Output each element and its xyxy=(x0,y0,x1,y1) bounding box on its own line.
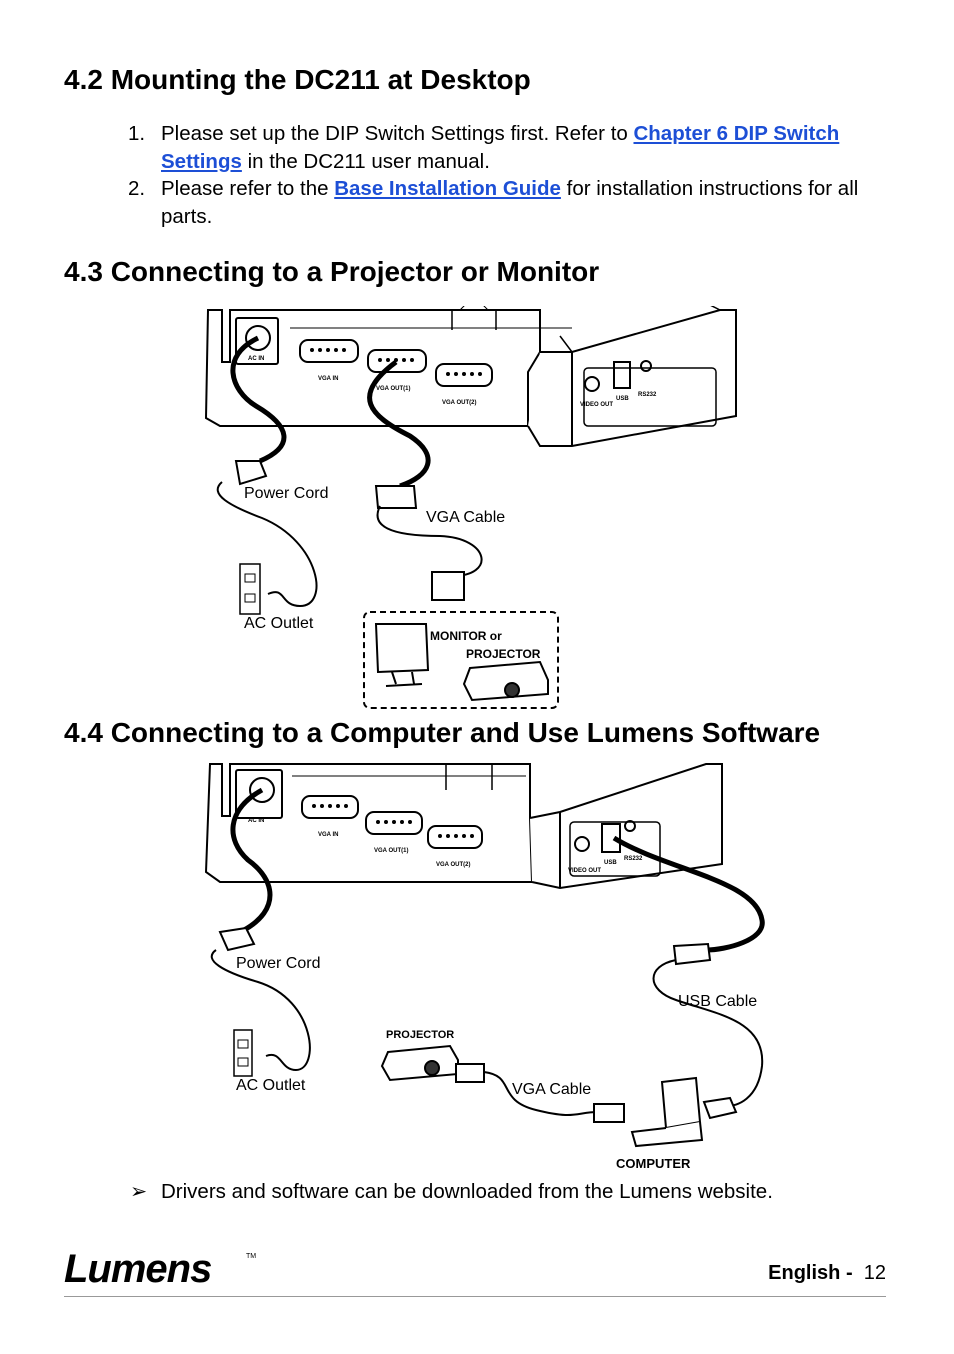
video-out-port xyxy=(584,376,600,392)
vga-out1-label: VGA OUT(1) xyxy=(374,848,408,854)
trademark: TM xyxy=(246,1253,256,1260)
projector-label: PROJECTOR xyxy=(386,1029,454,1041)
usb-port xyxy=(613,361,631,389)
ac-in-socket xyxy=(235,317,279,365)
download-note: ➢ Drivers and software can be downloaded… xyxy=(130,1178,773,1205)
projector-label: PROJECTOR xyxy=(466,647,541,661)
vga-out2-label: VGA OUT(2) xyxy=(436,862,470,868)
usb-port xyxy=(601,823,621,853)
computer-connection-diagram: Power Cord USB Cable PROJECTOR AC Outlet… xyxy=(196,760,776,1172)
lumens-logo: Lumens TM xyxy=(64,1247,256,1290)
vga-out2-port xyxy=(427,825,483,849)
ac-outlet-label: AC Outlet xyxy=(236,1077,306,1094)
bullet-arrow-icon: ➢ xyxy=(130,1180,148,1203)
vga-out2-port xyxy=(435,363,493,387)
page-number: 12 xyxy=(863,1262,886,1284)
power-cord-label: Power Cord xyxy=(244,485,328,502)
separator: - xyxy=(845,1262,853,1284)
power-cord-label: Power Cord xyxy=(236,955,320,972)
list-number: 2. xyxy=(128,177,146,200)
computer-label: COMPUTER xyxy=(616,1156,691,1171)
chapter-6-link[interactable]: Chapter 6 DIP Switch Settings xyxy=(161,122,840,173)
rs232-port xyxy=(640,360,652,372)
instruction-list: 1. Please set up the DIP Switch Settings… xyxy=(128,120,888,230)
vga-in-label: VGA IN xyxy=(318,832,338,838)
usb-label: USB xyxy=(604,860,617,866)
heading-4-2: 4.2 Mounting the DC211 at Desktop xyxy=(64,64,531,95)
vga-plug-icon xyxy=(431,571,465,601)
projector-connection-diagram: Power Cord VGA Cable AC Outlet MONITOR o… xyxy=(200,306,760,712)
ac-in-label: AC IN xyxy=(248,356,264,362)
ac-outlet-icon xyxy=(239,563,261,615)
laptop-icon xyxy=(660,1076,702,1130)
vga-in-port xyxy=(301,795,359,819)
vga-out2-label: VGA OUT(2) xyxy=(442,400,476,406)
usb-cable-label: USB Cable xyxy=(678,993,757,1010)
item-text-post: for installation instructions for all pa… xyxy=(161,177,859,228)
logo-text: Lumens xyxy=(64,1247,211,1290)
rs232-label: RS232 xyxy=(638,392,657,398)
base-installation-link[interactable]: Base Installation Guide xyxy=(334,177,561,200)
heading-4-3: 4.3 Connecting to a Projector or Monitor xyxy=(64,256,600,287)
item-text-pre: Please refer to the xyxy=(161,177,335,200)
download-note-text: Drivers and software can be downloaded f… xyxy=(161,1180,773,1203)
video-out-label: VIDEO OUT xyxy=(580,402,613,408)
rs232-port xyxy=(624,820,636,832)
page-footer: Lumens TM English - 12 xyxy=(64,1238,886,1297)
list-text: Please set up the DIP Switch Settings fi… xyxy=(161,120,888,175)
rs232-label: RS232 xyxy=(624,856,643,862)
projector-icon xyxy=(462,660,549,702)
vga-out1-label: VGA OUT(1) xyxy=(376,386,410,392)
ac-in-socket xyxy=(235,769,283,819)
vga-plug-icon xyxy=(593,1103,625,1123)
monitor-icon xyxy=(374,623,430,674)
list-number: 1. xyxy=(128,122,146,145)
ac-in-label: AC IN xyxy=(248,818,264,824)
vga-out1-port xyxy=(367,349,427,373)
vga-in-label: VGA IN xyxy=(318,376,338,382)
list-item: 1. Please set up the DIP Switch Settings… xyxy=(128,120,888,175)
vga-out1-port xyxy=(365,811,423,835)
page-indicator: English - 12 xyxy=(768,1262,886,1285)
list-item: 2. Please refer to the Base Installation… xyxy=(128,175,888,230)
list-text: Please refer to the Base Installation Gu… xyxy=(161,175,888,230)
video-out-label: VIDEO OUT xyxy=(568,868,601,874)
vga-cable-label: VGA Cable xyxy=(512,1081,591,1098)
monitor-or-label: MONITOR or xyxy=(430,629,502,643)
item-text-post: in the DC211 user manual. xyxy=(241,149,490,173)
language-label: English xyxy=(768,1262,841,1284)
projector-icon xyxy=(380,1044,459,1082)
display-options-box xyxy=(363,611,559,709)
ac-outlet-icon xyxy=(233,1029,253,1077)
video-out-port xyxy=(574,836,590,852)
heading-4-4: 4.4 Connecting to a Computer and Use Lum… xyxy=(64,717,821,748)
vga-cable-label: VGA Cable xyxy=(426,509,505,526)
ac-outlet-label: AC Outlet xyxy=(244,615,314,632)
vga-in-port xyxy=(299,339,359,363)
item-text-pre: Please set up the DIP Switch Settings fi… xyxy=(161,122,634,145)
usb-label: USB xyxy=(616,396,629,402)
